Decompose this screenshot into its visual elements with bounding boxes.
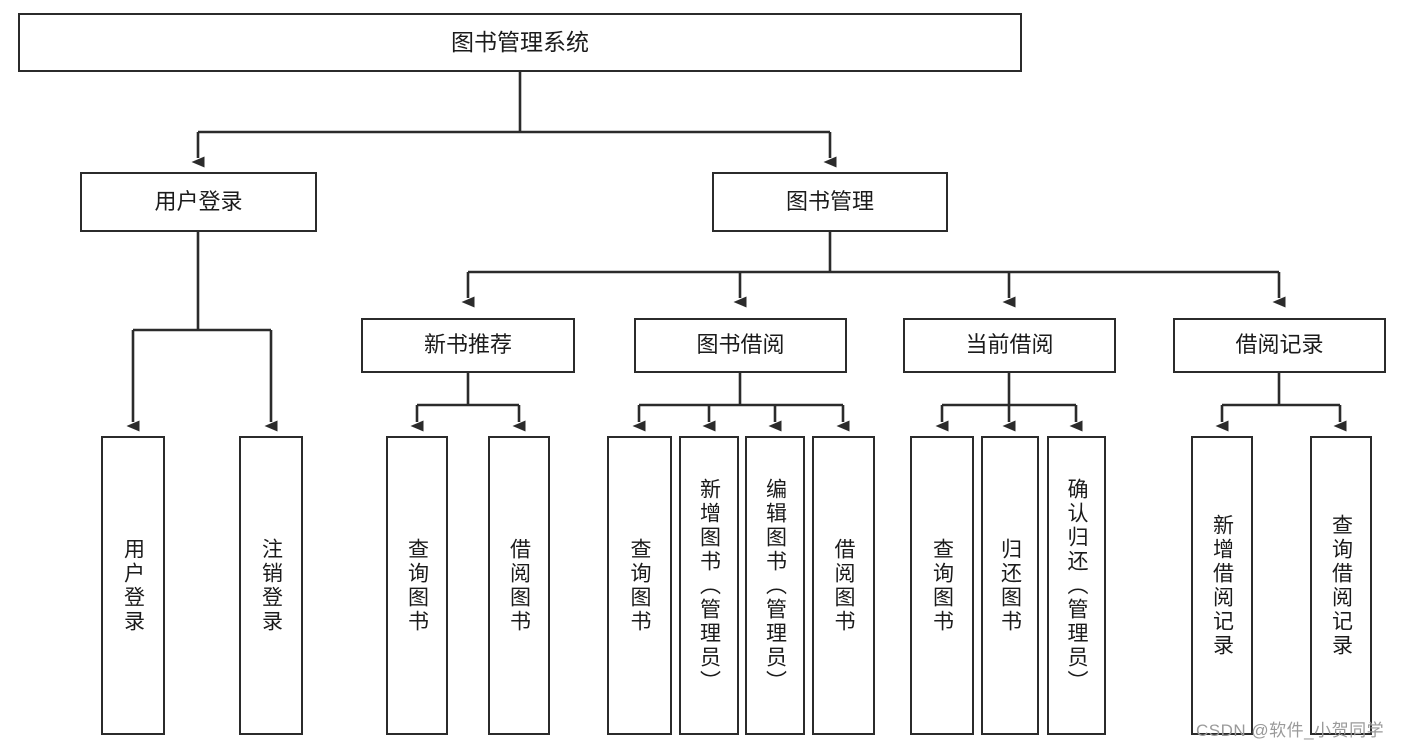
node-user-login[interactable]: 用户登录: [80, 172, 317, 232]
leaf-query-book-current-label: 查询图书: [930, 537, 954, 634]
leaf-logout[interactable]: 注销登录: [239, 436, 303, 735]
node-book-borrow[interactable]: 图书借阅: [634, 318, 847, 373]
leaf-return-book[interactable]: 归还图书: [981, 436, 1039, 735]
node-current-borrow[interactable]: 当前借阅: [903, 318, 1116, 373]
leaf-borrow-book-newbook[interactable]: 借阅图书: [488, 436, 550, 735]
leaf-query-book-newbook[interactable]: 查询图书: [386, 436, 448, 735]
leaf-add-book-admin[interactable]: 新增图书（管理员）: [679, 436, 739, 735]
node-book-borrow-label: 图书借阅: [696, 332, 785, 358]
node-root-label: 图书管理系统: [451, 28, 589, 55]
leaf-add-borrow-record[interactable]: 新增借阅记录: [1191, 436, 1253, 735]
node-borrow-record[interactable]: 借阅记录: [1173, 318, 1386, 373]
node-root[interactable]: 图书管理系统: [18, 13, 1022, 72]
node-user-login-label: 用户登录: [154, 188, 243, 214]
watermark-text: CSDN @软件_小贺同学: [1196, 721, 1385, 740]
leaf-query-book-newbook-label: 查询图书: [405, 537, 429, 634]
leaf-return-book-label: 归还图书: [998, 537, 1022, 634]
node-book-management-label: 图书管理: [785, 188, 874, 214]
node-new-book-recommend-label: 新书推荐: [423, 332, 512, 358]
leaf-add-borrow-record-label: 新增借阅记录: [1210, 513, 1234, 658]
leaf-add-book-admin-label: 新增图书（管理员）: [697, 477, 721, 694]
leaf-query-book-current[interactable]: 查询图书: [910, 436, 974, 735]
node-new-book-recommend[interactable]: 新书推荐: [361, 318, 575, 373]
leaf-query-borrow-record[interactable]: 查询借阅记录: [1310, 436, 1372, 735]
leaf-user-login-label: 用户登录: [121, 537, 145, 634]
leaf-query-book-borrow-label: 查询图书: [628, 537, 651, 634]
leaf-confirm-return-admin-label: 确认归还（管理员）: [1065, 477, 1088, 694]
node-book-management[interactable]: 图书管理: [712, 172, 948, 232]
leaf-query-book-borrow[interactable]: 查询图书: [607, 436, 672, 735]
node-borrow-record-label: 借阅记录: [1235, 332, 1324, 358]
leaf-borrow-book-newbook-label: 借阅图书: [507, 537, 531, 634]
leaf-edit-book-admin[interactable]: 编辑图书（管理员）: [745, 436, 805, 735]
leaf-confirm-return-admin[interactable]: 确认归还（管理员）: [1047, 436, 1106, 735]
leaf-query-borrow-record-label: 查询借阅记录: [1329, 513, 1353, 658]
leaf-edit-book-admin-label: 编辑图书（管理员）: [763, 477, 787, 694]
node-current-borrow-label: 当前借阅: [965, 332, 1054, 358]
leaf-borrow-book[interactable]: 借阅图书: [812, 436, 875, 735]
leaf-borrow-book-label: 借阅图书: [832, 537, 855, 634]
leaf-logout-label: 注销登录: [259, 537, 283, 634]
leaf-user-login[interactable]: 用户登录: [101, 436, 165, 735]
